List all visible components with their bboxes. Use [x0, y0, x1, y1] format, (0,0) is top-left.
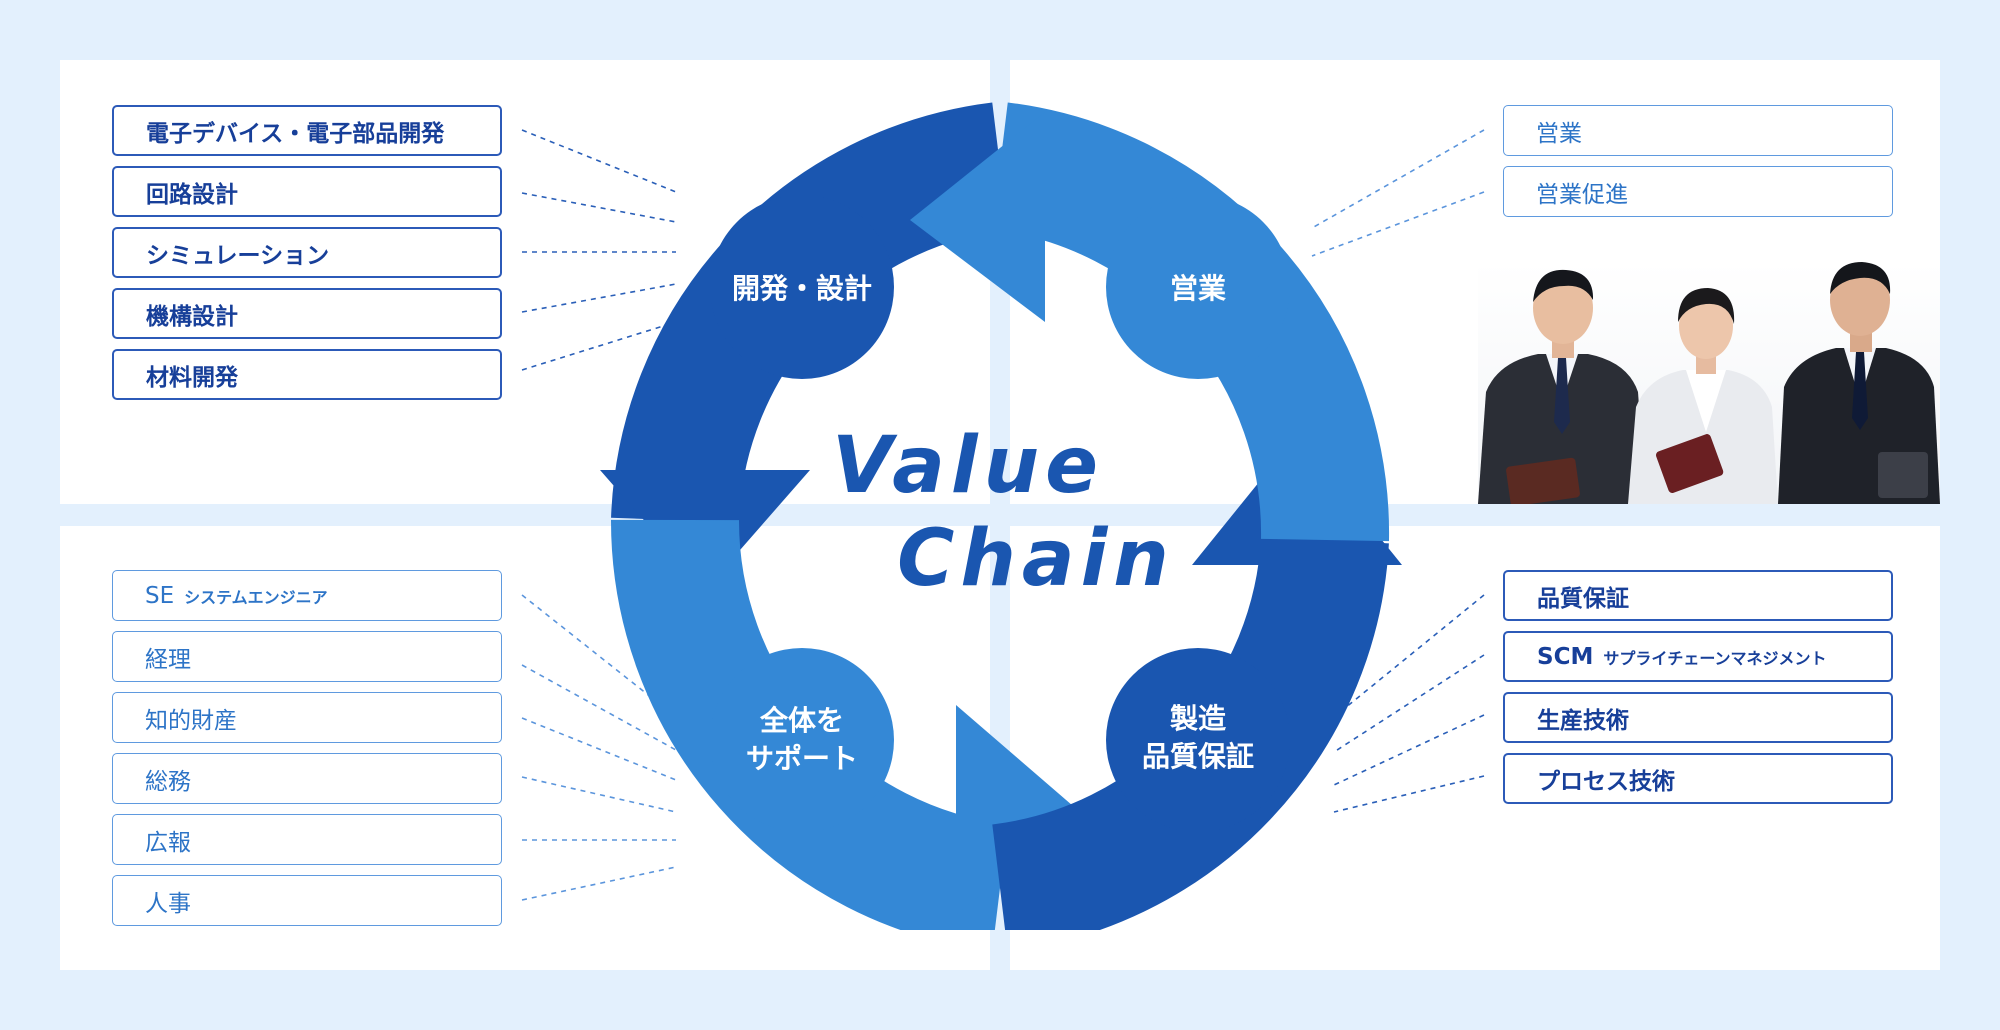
support-job-item-label: 総務 [145, 768, 191, 795]
manufacturing-job-item: SCM サプライチェーンマネジメント [1503, 631, 1893, 682]
support-job-item-label: 知的財産 [145, 707, 237, 734]
manufacturing-job-item-label: SCM [1537, 643, 1594, 670]
development-job-item: 機構設計 [112, 288, 502, 339]
support-job-item: SE システムエンジニア [112, 570, 502, 621]
sales-job-list: 営業営業促進 [1503, 105, 1893, 227]
node-support-circle [710, 648, 894, 832]
support-job-item-label: 広報 [145, 829, 191, 856]
value-chain-cycle: 開発・設計 営業 全体を サポート 製造 品質保証 Value Chain [600, 102, 1402, 930]
development-job-item: シミュレーション [112, 227, 502, 278]
support-job-item-label: 人事 [145, 890, 191, 917]
development-job-item-label: 材料開発 [146, 364, 238, 391]
person-right [1778, 262, 1940, 504]
development-job-item: 電子デバイス・電子部品開発 [112, 105, 502, 156]
business-people-photo [1478, 262, 1940, 504]
sales-job-item-label: 営業促進 [1536, 181, 1628, 208]
support-job-item-label: SE [145, 582, 175, 609]
development-job-item-label: 機構設計 [146, 303, 238, 330]
support-job-item: 経理 [112, 631, 502, 682]
support-job-item: 知的財産 [112, 692, 502, 743]
development-job-list: 電子デバイス・電子部品開発回路設計シミュレーション機構設計材料開発 [112, 105, 502, 410]
manufacturing-job-item: プロセス技術 [1503, 753, 1893, 804]
development-job-item-label: 電子デバイス・電子部品開発 [146, 120, 445, 147]
development-job-item-label: 回路設計 [146, 181, 238, 208]
node-development-circle [710, 195, 894, 379]
person-left [1478, 269, 1646, 504]
node-sales-label: 営業 [1170, 272, 1226, 305]
development-job-item: 材料開発 [112, 349, 502, 400]
support-job-item-label: 経理 [145, 646, 191, 673]
center-title-line-2: Chain [897, 514, 1175, 604]
sales-job-item: 営業 [1503, 105, 1893, 156]
support-job-item: 広報 [112, 814, 502, 865]
center-title-line-1: Value [832, 421, 1104, 511]
manufacturing-job-list: 品質保証 SCM サプライチェーンマネジメント生産技術プロセス技術 [1503, 570, 1893, 814]
manufacturing-job-item: 品質保証 [1503, 570, 1893, 621]
manufacturing-job-item-label: プロセス技術 [1537, 768, 1675, 795]
support-job-item: 人事 [112, 875, 502, 926]
node-development-label: 開発・設計 [732, 272, 872, 305]
sales-job-item-label: 営業 [1536, 120, 1582, 147]
support-job-list: SE システムエンジニア経理知的財産総務広報人事 [112, 570, 502, 936]
manufacturing-job-item: 生産技術 [1503, 692, 1893, 743]
node-sales-circle [1106, 195, 1290, 379]
node-manufacturing-label-1: 製造 [1170, 702, 1226, 735]
node-manufacturing-circle [1106, 648, 1290, 832]
manufacturing-job-item-label: 品質保証 [1537, 585, 1629, 612]
manufacturing-job-item-label: 生産技術 [1537, 707, 1629, 734]
node-support-label-2: サポート [746, 742, 858, 775]
sales-job-item: 営業促進 [1503, 166, 1893, 217]
person-middle [1628, 288, 1778, 504]
manufacturing-job-item-sublabel: サプライチェーンマネジメント [1603, 648, 1827, 668]
node-support-label-1: 全体を [759, 704, 844, 737]
development-job-item-label: シミュレーション [146, 242, 330, 269]
development-job-item: 回路設計 [112, 166, 502, 217]
support-job-item: 総務 [112, 753, 502, 804]
node-manufacturing-label-2: 品質保証 [1142, 740, 1254, 773]
support-job-item-sublabel: システムエンジニア [184, 587, 328, 607]
